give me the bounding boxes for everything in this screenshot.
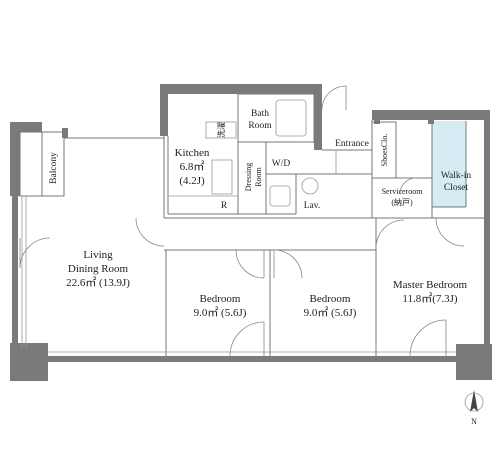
bedroom2-area: 9.0㎡ (5.6J) [304,306,357,319]
interior-lines [19,93,484,356]
kitchen-label: Kitchen [175,147,210,159]
kitchen-area: 6.8㎡ [180,160,205,173]
compass-letter: N [471,417,477,426]
balcony-label: Balcony [49,152,59,184]
serviceroom-label: Serviceroom [382,187,424,196]
entrance-label: Entrance [335,139,369,149]
bedroom1-label: Bedroom [200,293,241,305]
room-labels: Balcony Kitchen 6.8㎡ (4.2J) R 洗濯 Bath Ro… [49,109,471,319]
north-arrow-icon [470,390,478,412]
dressing-label-2: Room [254,166,263,186]
living-label-2: Dining Room [68,263,129,275]
master-bedroom-area: 11.8㎡(7.3J) [402,292,458,305]
bedroom2-label: Bedroom [310,293,351,305]
kitchen-jo: (4.2J) [179,175,205,187]
north-compass: N [464,390,484,426]
fridge-mark: R [221,201,228,211]
bedroom1-area: 9.0㎡ (5.6J) [194,306,247,319]
walls [10,84,492,381]
bath-label-2: Room [248,121,272,131]
master-bedroom-label: Master Bedroom [393,279,468,291]
kitchen-vertical-mark: 洗濯 [216,122,226,138]
walk-in-closet-label-2: Closet [444,183,469,193]
bath-label-1: Bath [251,109,269,119]
serviceroom-sub: (納戸) [391,197,413,207]
lav-label: Lav. [304,201,321,211]
shoes-closet-label: ShoesClo. [380,134,389,167]
wd-label: W/D [272,159,291,169]
door-swings [19,85,465,357]
living-label-1: Living [83,249,113,261]
living-area: 22.6㎡ (13.9J) [66,276,130,289]
walk-in-closet-label-1: Walk-in [441,171,472,181]
dressing-label-1: Dressing [244,163,253,191]
walk-in-closet-fill [432,121,466,207]
